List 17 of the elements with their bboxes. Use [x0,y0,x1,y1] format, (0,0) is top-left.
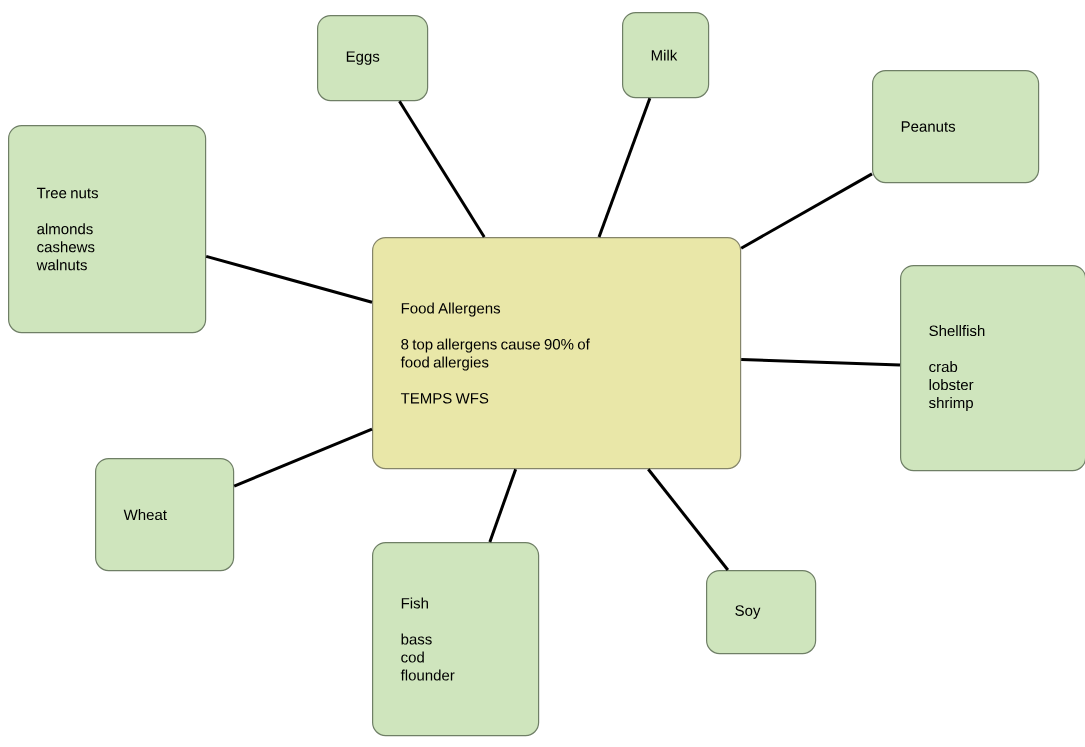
topic-box: Soy [706,570,817,655]
connector-line [233,427,373,488]
topic-box: Wheat [95,458,235,572]
connector-line [398,100,486,238]
topic-box: Milk [622,12,710,99]
topic-box: Peanuts [872,70,1040,184]
connector-line [488,468,518,543]
connector-line [741,357,901,367]
topic-box: Eggs [317,15,429,102]
connector-line [597,97,652,238]
topic-box: Tree nuts almonds cashews walnuts [8,125,207,334]
connector-line [740,172,873,250]
connector-line [205,254,373,304]
connector-line [647,468,730,571]
topic-box: Shellfish crab lobster shrimp [900,265,1085,472]
topic-box: Fish bass cod flounder [372,542,540,737]
central-topic-box: Food Allergens 8 top allergens cause 90% of food allergies TEMPS WFS [372,237,742,470]
